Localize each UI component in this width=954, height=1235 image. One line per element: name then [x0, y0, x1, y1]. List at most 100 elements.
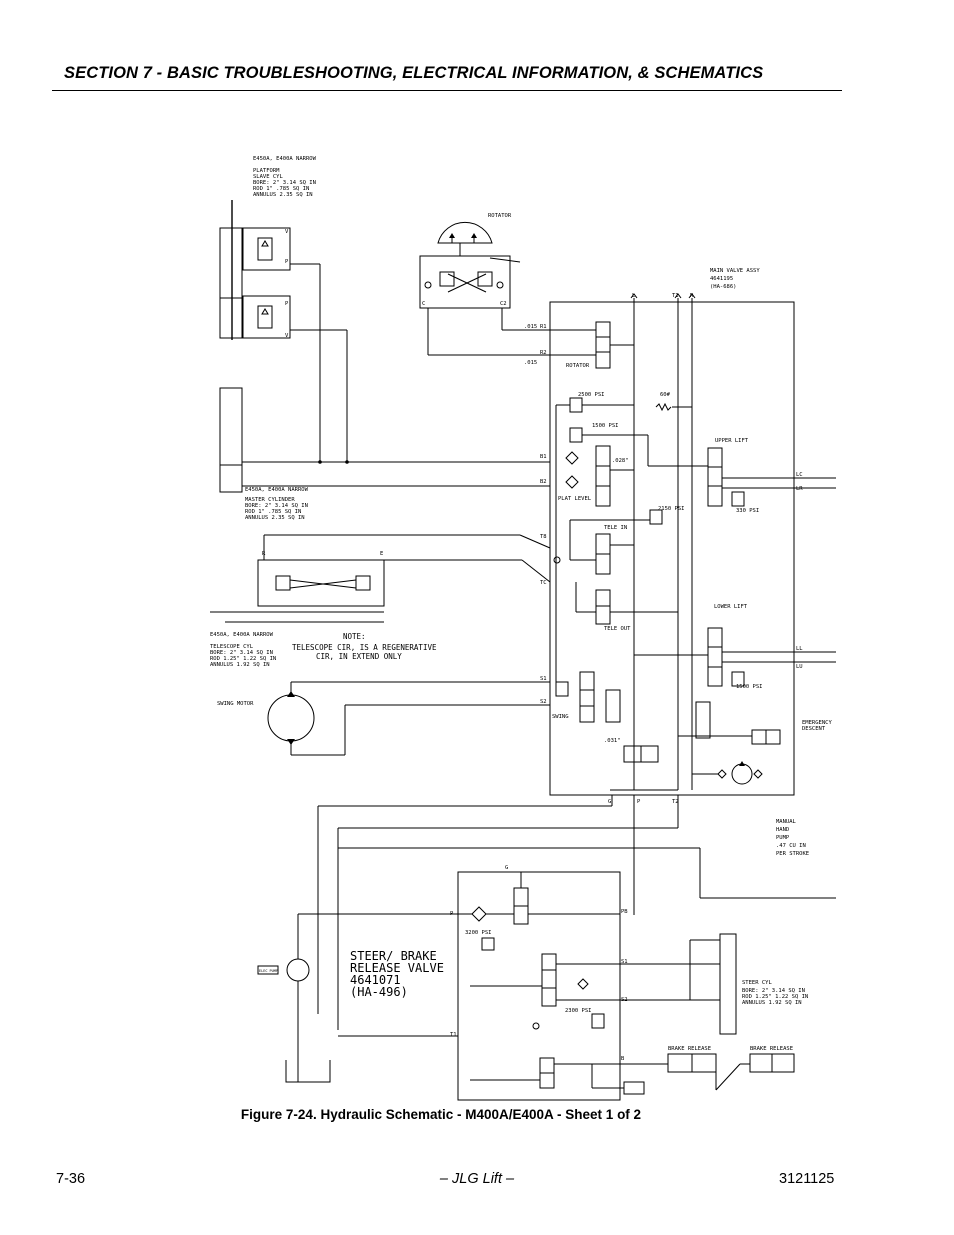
brake-release-label-2: BRAKE RELEASE [750, 1046, 793, 1052]
manual-pump-line-5: PER STROKE [776, 851, 809, 857]
section-header: SECTION 7 - BASIC TROUBLESHOOTING, ELECT… [64, 64, 764, 82]
port-lc: LC [796, 472, 803, 478]
port-lr: LR [796, 486, 803, 492]
port-p: P [637, 799, 641, 805]
mv-port-t1: T1 [672, 293, 679, 299]
relief-2500: 2500 PSI [578, 392, 605, 398]
master-cylinder-group: E450A, E400A NARROW MASTER CYLINDER BORE… [219, 387, 550, 521]
relief-2300: 2300 PSI [565, 1008, 592, 1014]
upper-lift-label: UPPER LIFT [715, 438, 749, 444]
brake-release-label-1: BRAKE RELEASE [668, 1046, 711, 1052]
tele-port-e: E [380, 551, 383, 557]
manual-pump-line-2: HAND [776, 827, 789, 833]
sb-port-b: B [621, 1056, 625, 1062]
orifice-015b: .015 [524, 360, 537, 366]
rotator-label: ROTATOR [488, 213, 512, 219]
master-cyl-line-1: E450A, E400A NARROW [245, 487, 309, 493]
telescope-cyl-line-5: ANNULUS 1.92 SQ IN [210, 662, 270, 668]
telescope-cyl-line-3: BORE: 2" 3.14 SQ IN [210, 650, 273, 656]
swing-motor-group: SWING MOTOR [217, 681, 550, 756]
port-lu: LU [796, 664, 803, 670]
rotator-port-c1: C [422, 301, 425, 307]
header-rule [52, 90, 842, 91]
platform-cyl-line-5: ROD 1" .785 SQ IN [253, 186, 309, 192]
steer-cyl-line-1: STEER CYL [742, 980, 772, 986]
emergency-line-1: EMERGENCY [802, 720, 832, 726]
platform-cyl-line-6: ANNULUS 2.35 SQ IN [253, 192, 313, 198]
steer-cyl-line-4: ANNULUS 1.92 SQ IN [742, 1000, 802, 1006]
footer-brand: – JLG Lift – [439, 1171, 515, 1187]
note-line-3: CIR, IN EXTEND ONLY [316, 652, 402, 661]
sb-port-g: G [505, 865, 508, 871]
note-line-1: NOTE: [343, 632, 366, 641]
rotator-port-c2: C2 [500, 301, 507, 307]
telescope-cyl-line-4: ROD 1.25" 1.22 SQ IN [210, 656, 276, 662]
power-unit-label: ELEC PUMP [259, 969, 278, 973]
manual-pump-line-3: PUMP [776, 835, 790, 841]
steer-cyl-line-2: BORE: 2" 3.14 SQ IN [742, 988, 805, 994]
platform-slave-cylinder-group: E450A, E400A NARROW PLATFORM SLAVE CYL B… [219, 156, 348, 462]
manual-pump-line-1: MANUAL [776, 819, 797, 825]
cyl-port-p1: P [285, 259, 289, 265]
sb-port-s1: S1 [621, 959, 628, 965]
main-valve-assembly: MAIN VALVE ASSY 4641195 (HA-686) L T1 R … [524, 268, 836, 805]
tele-out-label: TELE OUT [604, 626, 631, 632]
steer-cyl-group: STEER CYL BORE: 2" 3.14 SQ IN ROD 1.25" … [591, 933, 808, 1095]
lower-lift-label: LOWER LIFT [714, 604, 748, 610]
steer-brake-line-1: STEER/ BRAKE [350, 949, 437, 963]
page-number: 7-36 [56, 1171, 86, 1187]
mv-port-l: L [632, 293, 636, 299]
port-b2: B2 [540, 479, 547, 485]
relief-2150: 2150 PSI [658, 506, 685, 512]
power-unit-group: ELEC PUMP [257, 913, 458, 1083]
port-s1: S1 [540, 676, 547, 682]
figure-caption-text: Figure 7-24. Hydraulic Schematic - M400A… [240, 1107, 642, 1122]
port-tc: TC [540, 580, 547, 586]
orifice-015a: .015 [524, 324, 537, 330]
telescope-cylinder-group: R E E450A, E400A NARROW TELESCOPE CYL BO… [210, 534, 551, 668]
rotator-valve-label: ROTATOR [566, 363, 590, 369]
tele-in-label: TELE IN [604, 525, 627, 531]
relief-1500a: 1500 PSI [592, 423, 619, 429]
steer-brake-line-2: RELEASE VALVE [350, 961, 444, 975]
rotator-group: ROTATOR C C2 [419, 213, 550, 356]
mv-port-r: R [690, 293, 694, 299]
document-number: 3121125 [779, 1171, 835, 1187]
master-cyl-line-2: MASTER CYLINDER [245, 497, 295, 503]
relief-330: 330 PSI [736, 508, 759, 514]
master-cyl-line-5: ANNULUS 2.35 SQ IN [245, 515, 305, 521]
main-valve-line-3: (HA-686) [710, 284, 737, 290]
steer-brake-line-4: (HA-496) [350, 985, 408, 999]
orifice-031: .031" [604, 738, 621, 744]
cyl-port-p2: P [285, 301, 289, 307]
swing-label: SWING [552, 714, 569, 720]
tele-port-r: R [262, 551, 266, 557]
sb-port-t1: T1 [450, 1032, 457, 1038]
platform-cyl-line-1: E450A, E400A NARROW [253, 156, 317, 162]
platform-cyl-line-3: SLAVE CYL [253, 174, 283, 180]
relief-1500b: 1500 PSI [736, 684, 763, 690]
port-s2: S2 [540, 699, 547, 705]
platform-cyl-line-2: PLATFORM [253, 168, 280, 174]
cyl-port-v2: V [285, 333, 289, 339]
emergency-line-2: DESCENT [802, 726, 826, 732]
steer-brake-valve: G P PB S1 S2 T1 B STEER/ BRAKE RELEASE V… [338, 865, 628, 1101]
port-r1: R1 [540, 324, 547, 330]
orifice-028: .028" [612, 458, 629, 464]
telescope-cyl-line-2: TELESCOPE CYL [210, 644, 254, 650]
steer-brake-line-3: 4641071 [350, 973, 401, 987]
steer-cyl-line-3: ROD 1.25" 1.22 SQ IN [742, 994, 808, 1000]
port-t8: T8 [540, 534, 547, 540]
master-cyl-line-4: ROD 1" .785 SQ IN [245, 509, 301, 515]
port-ll: LL [796, 646, 803, 652]
note-line-2: TELESCOPE CIR, IS A REGENERATIVE [292, 643, 437, 652]
master-cyl-line-3: BORE: 2" 3.14 SQ IN [245, 503, 308, 509]
swing-motor-label: SWING MOTOR [217, 701, 254, 707]
sb-port-pb: PB [621, 909, 628, 915]
telescope-cyl-line-1: E450A, E400A NARROW [210, 632, 274, 638]
platform-cyl-line-4: BORE: 2" 3.14 SQ IN [253, 180, 316, 186]
figure-caption: Figure 7-24. Hydraulic Schematic - M400A… [0, 1107, 954, 1122]
lower-piping: MANUAL HAND PUMP .47 CU IN PER STROKE [317, 795, 836, 1030]
main-valve-line-2: 4641195 [710, 276, 733, 282]
